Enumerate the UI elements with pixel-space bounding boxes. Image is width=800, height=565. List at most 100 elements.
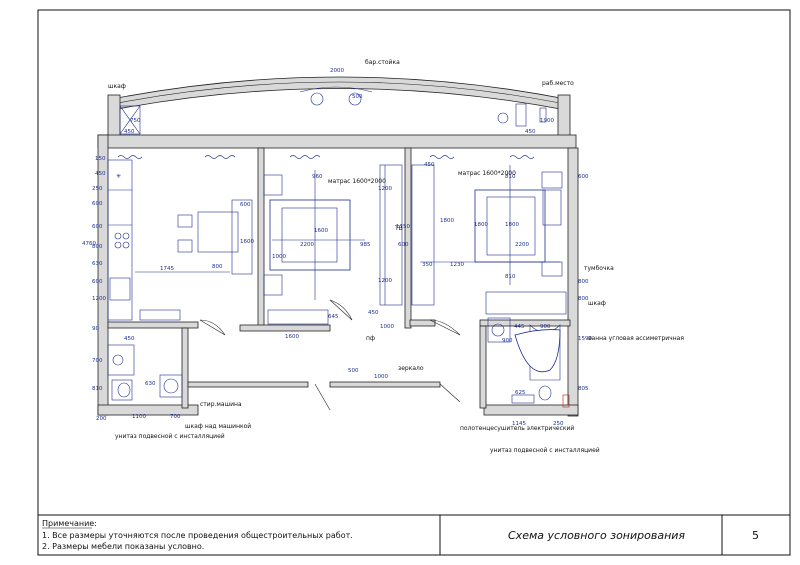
dimension-label: 450 (124, 129, 135, 135)
dimension-label: 900 (540, 324, 551, 330)
label-bedside: тумбочка (584, 265, 614, 272)
dimension-label: 450 (525, 129, 536, 135)
label-toilet-right: унитаз подвесной с инсталляцией (490, 447, 600, 454)
dimension-label: 500 (348, 368, 359, 374)
doors (199, 299, 461, 411)
dimension-label: 150 (95, 156, 106, 162)
dimension-label: 1000 (374, 374, 388, 380)
notes-line-1: 1. Все размеры уточняются после проведен… (42, 531, 353, 540)
drawing-frame (37, 9, 791, 556)
dimension-label: 1150 (396, 224, 410, 230)
label-balcony-wardrobe: шкаф (108, 83, 126, 90)
label-mattress-right: матрас 1600*2000 (458, 170, 516, 177)
dimension-label: 900 (502, 338, 513, 344)
walls (97, 134, 579, 417)
notes-line-2: 2. Размеры мебели показаны условно. (42, 542, 204, 551)
dimension-label: 1600 (314, 228, 328, 234)
dimension-label: 800 (578, 296, 589, 302)
dimension-label: 1200 (92, 296, 106, 302)
dimension-label: 985 (360, 242, 371, 248)
dimension-label: 2000 (330, 68, 344, 74)
dimension-label: 800 (578, 279, 589, 285)
dimension-label: 1230 (450, 262, 464, 268)
label-towel-dryer: полотенцесушитель электрический (460, 425, 574, 432)
svg-text:✳: ✳ (116, 173, 121, 180)
sheet-title: Схема условного зонирования (508, 529, 685, 542)
title-block: Примечание: 1. Все размеры уточняются по… (38, 514, 790, 555)
dimension-label: 810 (505, 174, 516, 180)
dimension-label: 450 (424, 162, 435, 168)
dimension-label: 1800 (505, 222, 519, 228)
dimension-label: 450 (95, 171, 106, 177)
dimension-label: 445 (514, 324, 525, 330)
dimension-label: 750 (130, 118, 141, 124)
dimension-label: 1100 (132, 414, 146, 420)
page-number: 5 (752, 529, 759, 542)
label-mirror: зеркало (398, 365, 424, 372)
label-toilet-left: унитаз подвесной с инсталляцией (115, 433, 225, 440)
dining-table (197, 211, 239, 253)
dimension-label: 250 (553, 421, 564, 427)
dimension-label: 1745 (160, 266, 174, 272)
bar-chair-2 (348, 92, 362, 106)
dimension-label: 960 (312, 174, 323, 180)
left-bedroom (263, 164, 403, 325)
washbasin-right (491, 323, 505, 337)
notes-heading: Примечание: (42, 519, 97, 528)
dimension-label: 4760 (82, 241, 96, 247)
wardrobe-right (485, 291, 567, 315)
dimension-label: 1200 (378, 278, 392, 284)
dimension-label: 90 (92, 326, 99, 332)
dimension-label: 1145 (512, 421, 526, 427)
right-bedroom (411, 164, 567, 315)
label-bathtub: ванна угловая ассиметричная (588, 335, 684, 342)
dimension-label: 250 (92, 186, 103, 192)
washbasin-left (112, 354, 124, 366)
dimension-label: 810 (505, 274, 516, 280)
dimension-label: 600 (92, 201, 103, 207)
dimension-label: 2200 (515, 242, 529, 248)
dimension-label: 800 (212, 264, 223, 270)
radiators (117, 155, 535, 159)
dimension-label: 500 (352, 94, 363, 100)
label-cabinet-over-washer: шкаф над машинкой (185, 423, 251, 430)
dimension-label: 1800 (474, 222, 488, 228)
balcony-wardrobe (119, 105, 141, 135)
dimension-label: 1000 (272, 254, 286, 260)
washing-machine (163, 378, 179, 394)
bed-left (269, 199, 351, 271)
dimension-label: 810 (92, 386, 103, 392)
dimension-label: 1600 (240, 239, 254, 245)
toilet-left (117, 382, 131, 398)
dimension-label: 450 (124, 336, 135, 342)
hob-burner (114, 232, 122, 240)
bar-chair-1 (310, 92, 324, 106)
dimension-label: 600 (398, 242, 409, 248)
label-bar-counter: бар.стойка (365, 59, 400, 66)
dimension-label: 1200 (378, 186, 392, 192)
dimension-label: 805 (578, 386, 589, 392)
dimension-label: 600 (578, 174, 589, 180)
dimension-label: 700 (170, 414, 181, 420)
label-mattress-left: матрас 1600*2000 (328, 178, 386, 185)
dimension-label: 800 (92, 244, 103, 250)
dimension-label: 600 (92, 224, 103, 230)
toilet-right (538, 385, 552, 401)
dimension-label: 600 (92, 279, 103, 285)
dimension-label: 1590 (578, 336, 592, 342)
dimension-label: 625 (515, 390, 526, 396)
label-tv: ТВ (394, 225, 403, 232)
dimension-label: 645 (328, 314, 339, 320)
dimension-label: 630 (145, 381, 156, 387)
room-labels: бар.стойка раб.место шкаф матрас 1600*20… (108, 59, 684, 454)
bathroom-left (107, 344, 183, 401)
label-washer: стир.машина (200, 401, 242, 408)
bathroom-right (487, 317, 570, 408)
dimension-label: 700 (92, 358, 103, 364)
dimension-label: 1900 (540, 118, 554, 124)
dimension-label: 630 (92, 261, 103, 267)
dimension-label: 450 (368, 310, 379, 316)
wardrobe-left (379, 164, 403, 306)
label-wardrobe-right: шкаф (588, 300, 606, 307)
